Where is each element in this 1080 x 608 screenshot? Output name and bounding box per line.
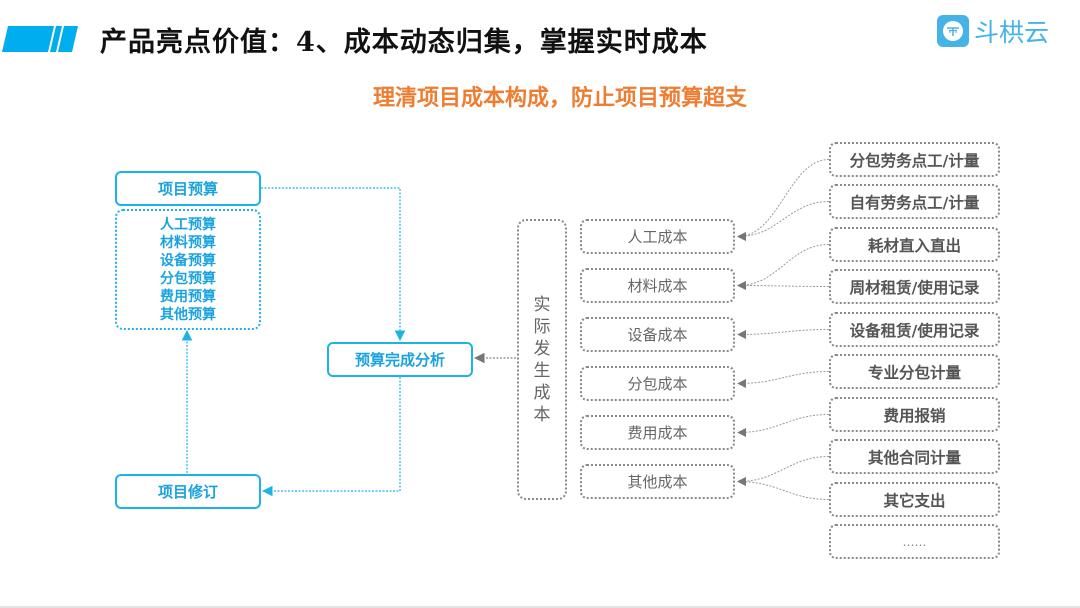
connector-source-to-category — [737, 371, 830, 388]
connector-source-to-category — [737, 201, 830, 241]
budget-analysis-node[interactable]: 预算完成分析 — [327, 342, 473, 377]
project-budget-node[interactable]: 项目预算 — [115, 171, 261, 206]
cost-category-material[interactable]: 材料成本 — [580, 268, 735, 303]
cost-category-equipment[interactable]: 设备成本 — [580, 317, 735, 352]
budget-items-group: 人工预算 材料预算 设备预算 分包预算 费用预算 其他预算 — [115, 209, 261, 330]
budget-item: 设备预算 — [160, 252, 216, 269]
budget-item: 人工预算 — [160, 216, 216, 233]
connector-budget-to-analysis — [261, 187, 406, 342]
source-item[interactable]: 其他合同计量 — [829, 439, 1000, 474]
source-item[interactable]: 自有劳务点工/计量 — [829, 184, 1000, 219]
source-item[interactable]: 周材租赁/使用记录 — [829, 269, 1000, 304]
title-accent-bar — [2, 26, 78, 52]
budget-item: 其他预算 — [160, 306, 216, 323]
connector-analysis-to-revision — [261, 377, 401, 497]
connector-source-to-category — [737, 244, 830, 290]
source-item[interactable]: 专业分包计量 — [829, 354, 1000, 389]
budget-item: 费用预算 — [160, 288, 216, 305]
actual-cost-node[interactable]: 实际发生成本 — [517, 219, 567, 500]
source-item-more[interactable]: …… — [829, 524, 1000, 559]
source-item[interactable]: 设备租赁/使用记录 — [829, 312, 1000, 347]
doucong-cloud-logo-icon — [937, 15, 969, 47]
connector-source-to-category — [737, 329, 830, 339]
cost-category-subcontract[interactable]: 分包成本 — [580, 366, 735, 401]
source-item[interactable]: 费用报销 — [829, 397, 1000, 432]
page-title: 产品亮点价值：4、成本动态归集，掌握实时成本 — [100, 27, 708, 58]
connector-source-to-category — [737, 456, 830, 486]
cost-category-expense[interactable]: 费用成本 — [580, 415, 735, 450]
connector-source-to-category — [737, 414, 830, 437]
actual-cost-label: 实际发生成本 — [533, 294, 551, 425]
footer-divider — [0, 606, 1080, 608]
cost-category-labor[interactable]: 人工成本 — [580, 219, 735, 254]
connector-source-to-category — [737, 159, 830, 241]
page-subtitle: 理清项目成本构成，防止项目预算超支 — [372, 86, 747, 111]
logo: 斗栱云 — [937, 15, 1049, 47]
connector-source-to-category — [737, 281, 830, 291]
source-item[interactable]: 其它支出 — [829, 482, 1000, 517]
budget-item: 分包预算 — [160, 270, 216, 287]
logo-text: 斗栱云 — [974, 18, 1050, 47]
source-item[interactable]: 耗材直入直出 — [829, 227, 1000, 262]
source-item[interactable]: 分包劳务点工/计量 — [829, 142, 1000, 177]
cost-category-other[interactable]: 其他成本 — [580, 464, 735, 499]
budget-item: 材料预算 — [160, 234, 216, 251]
project-revision-node[interactable]: 项目修订 — [115, 474, 261, 509]
connector-source-to-category — [737, 477, 830, 500]
